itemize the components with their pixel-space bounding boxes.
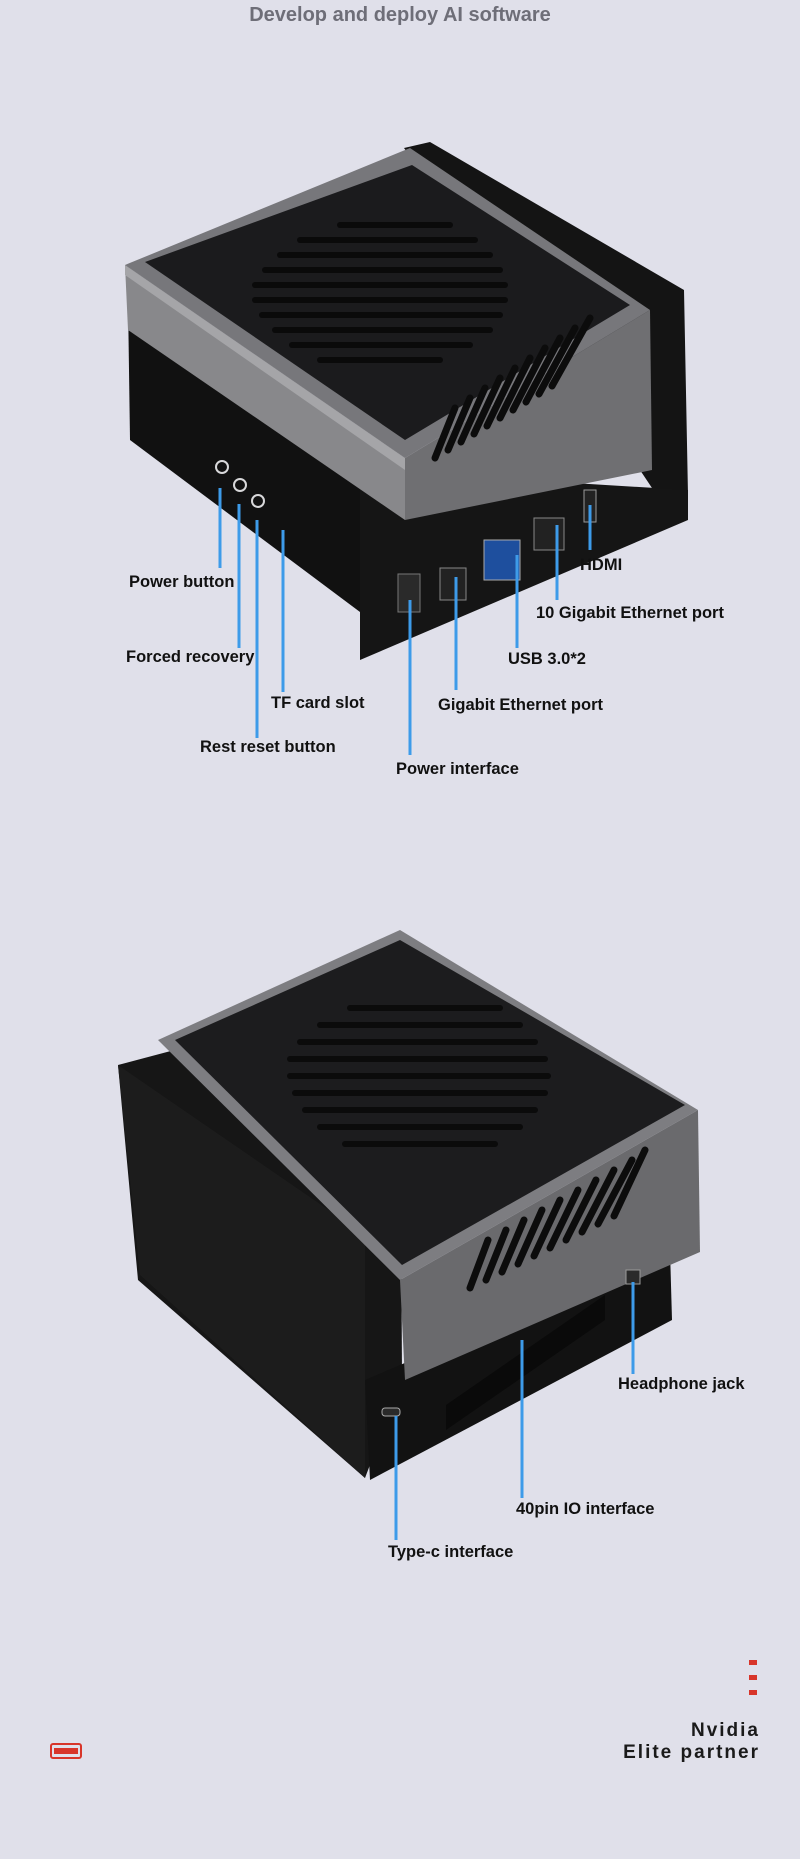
io-header-icon	[446, 1295, 605, 1430]
brand-line-2: Elite partner	[623, 1742, 760, 1763]
headphone-jack-icon	[625, 1269, 641, 1285]
label-tf-card-slot: TF card slot	[271, 694, 365, 712]
recovery-button-icon	[233, 478, 247, 492]
label-power-interface: Power interface	[396, 760, 519, 778]
label-hdmi: HDMI	[580, 556, 623, 574]
label-power-button: Power button	[129, 573, 235, 591]
reset-button-icon	[251, 494, 265, 508]
device-rear-view: Headphone jack 40pin IO interface Type-c…	[0, 900, 800, 1600]
device-rear-illustration	[118, 930, 700, 1540]
side-vent-slots	[431, 314, 594, 462]
top-vent-grille	[252, 222, 508, 363]
power-button-icon	[215, 460, 229, 474]
label-rest-reset-button: Rest reset button	[200, 738, 336, 756]
top-vent-grille-rear	[287, 1005, 551, 1147]
label-usb: USB 3.0*2	[508, 650, 586, 668]
callout-lines-rear	[394, 1282, 635, 1540]
brand-mark-icon	[749, 1660, 759, 1701]
device-front-illustration	[125, 142, 688, 755]
label-gigabit-ethernet: Gigabit Ethernet port	[438, 696, 603, 714]
callout-lines	[218, 488, 592, 755]
brand-line-1: Nvidia	[690, 1720, 760, 1741]
typec-port-icon	[381, 1407, 401, 1417]
brand-logo-icon	[50, 1743, 82, 1764]
page-title: Develop and deploy AI software	[249, 4, 551, 26]
ten-gigabit-port-icon	[533, 517, 565, 551]
usb-port-icon	[483, 539, 521, 581]
label-forced-recovery: Forced recovery	[126, 648, 255, 666]
gigabit-port-icon	[439, 567, 467, 601]
label-typec-interface: Type-c interface	[388, 1543, 514, 1561]
label-ten-gigabit-ethernet: 10 Gigabit Ethernet port	[536, 604, 724, 622]
footer-brand: Nvidia Elite partner	[623, 1720, 760, 1764]
side-vent-slots-rear	[466, 1146, 649, 1292]
label-headphone-jack: Headphone jack	[618, 1375, 745, 1393]
label-io-interface: 40pin IO interface	[516, 1500, 655, 1518]
device-front-view: Power button Forced recovery TF card slo…	[0, 0, 800, 800]
